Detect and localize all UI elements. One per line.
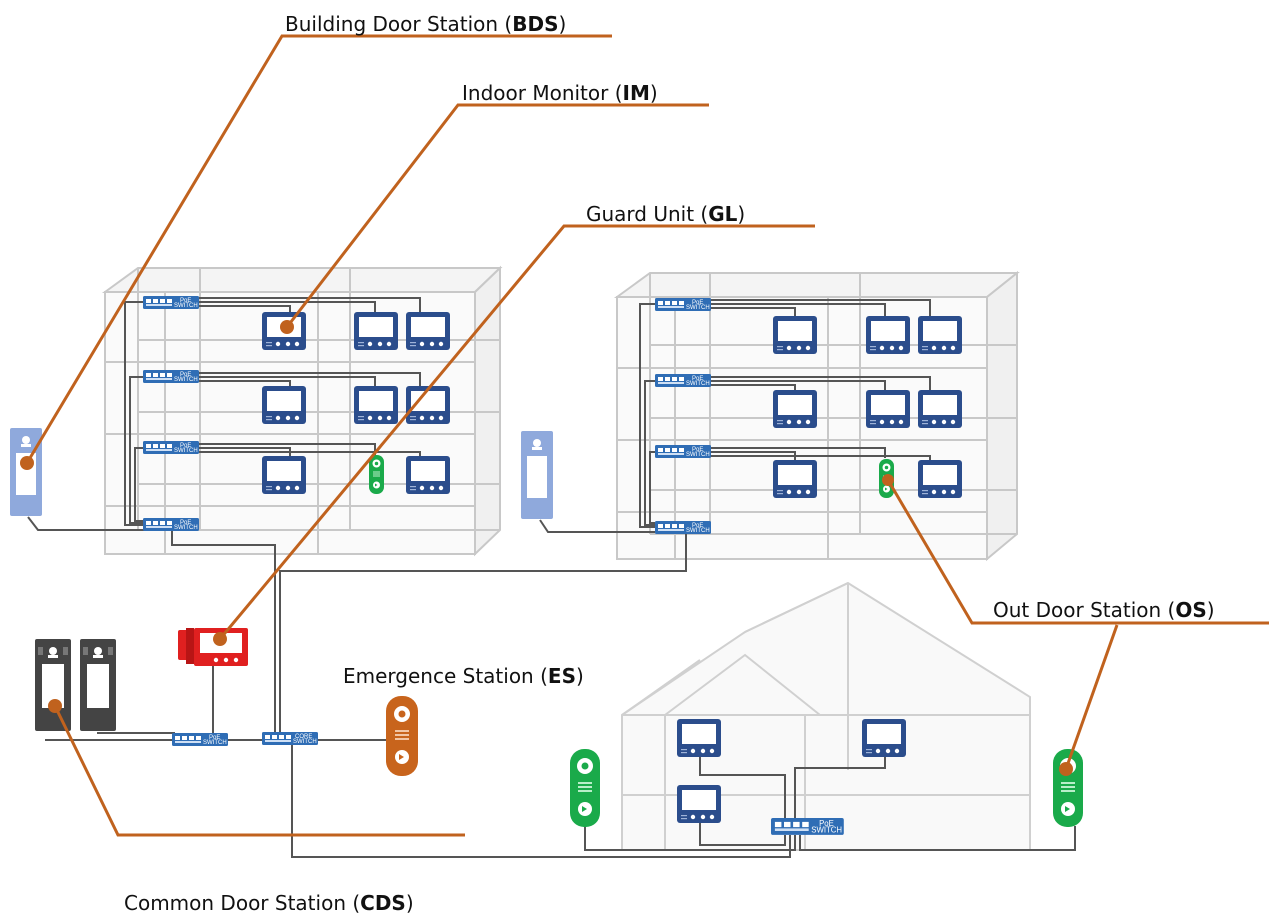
svg-text:PoE: PoE [180,298,191,304]
callout-lines [25,34,1269,837]
svg-text:PoE: PoE [692,376,703,382]
common-door-station-1 [35,639,71,731]
label-guard-unit: Guard Unit (GL) [586,202,746,226]
svg-text:SWITCH: SWITCH [686,381,710,387]
svg-text:SWITCH: SWITCH [686,452,710,458]
label-out-door-station: Out Door Station (OS) [993,598,1215,622]
svg-text:PoE: PoE [692,523,703,529]
common-door-station-2 [80,639,116,731]
svg-text:PoE: PoE [692,447,703,453]
svg-text:PoE: PoE [180,443,191,449]
svg-text:PoE: PoE [180,520,191,526]
svg-text:SWITCH: SWITCH [811,825,842,834]
svg-text:SWITCH: SWITCH [293,739,317,745]
svg-text:SWITCH: SWITCH [174,303,198,309]
svg-text:SWITCH: SWITCH [203,740,227,746]
building-door-station-left [10,428,42,516]
svg-text:SWITCH: SWITCH [174,448,198,454]
emergence-station [386,696,418,776]
label-common-door-station: Common Door Station (CDS) [124,891,414,915]
callout-dots [20,320,1073,776]
svg-text:SWITCH: SWITCH [174,525,198,531]
svg-text:SWITCH: SWITCH [174,377,198,383]
out-door-station-left-building [369,455,384,494]
building-door-station-right [521,431,553,519]
label-indoor-monitor: Indoor Monitor (IM) [462,81,658,105]
svg-text:PoE: PoE [692,300,703,306]
out-door-station-house-left [570,749,600,827]
label-building-door-station: Building Door Station (BDS) [285,12,567,36]
svg-text:CORE: CORE [295,734,312,740]
svg-text:PoE: PoE [180,372,191,378]
cables [27,297,1076,858]
label-emergence-station: Emergence Station (ES) [343,664,584,688]
svg-text:SWITCH: SWITCH [686,528,710,534]
guard-unit [178,628,248,666]
svg-text:PoE: PoE [819,819,834,828]
svg-text:PoE: PoE [209,735,220,741]
svg-text:SWITCH: SWITCH [686,305,710,311]
